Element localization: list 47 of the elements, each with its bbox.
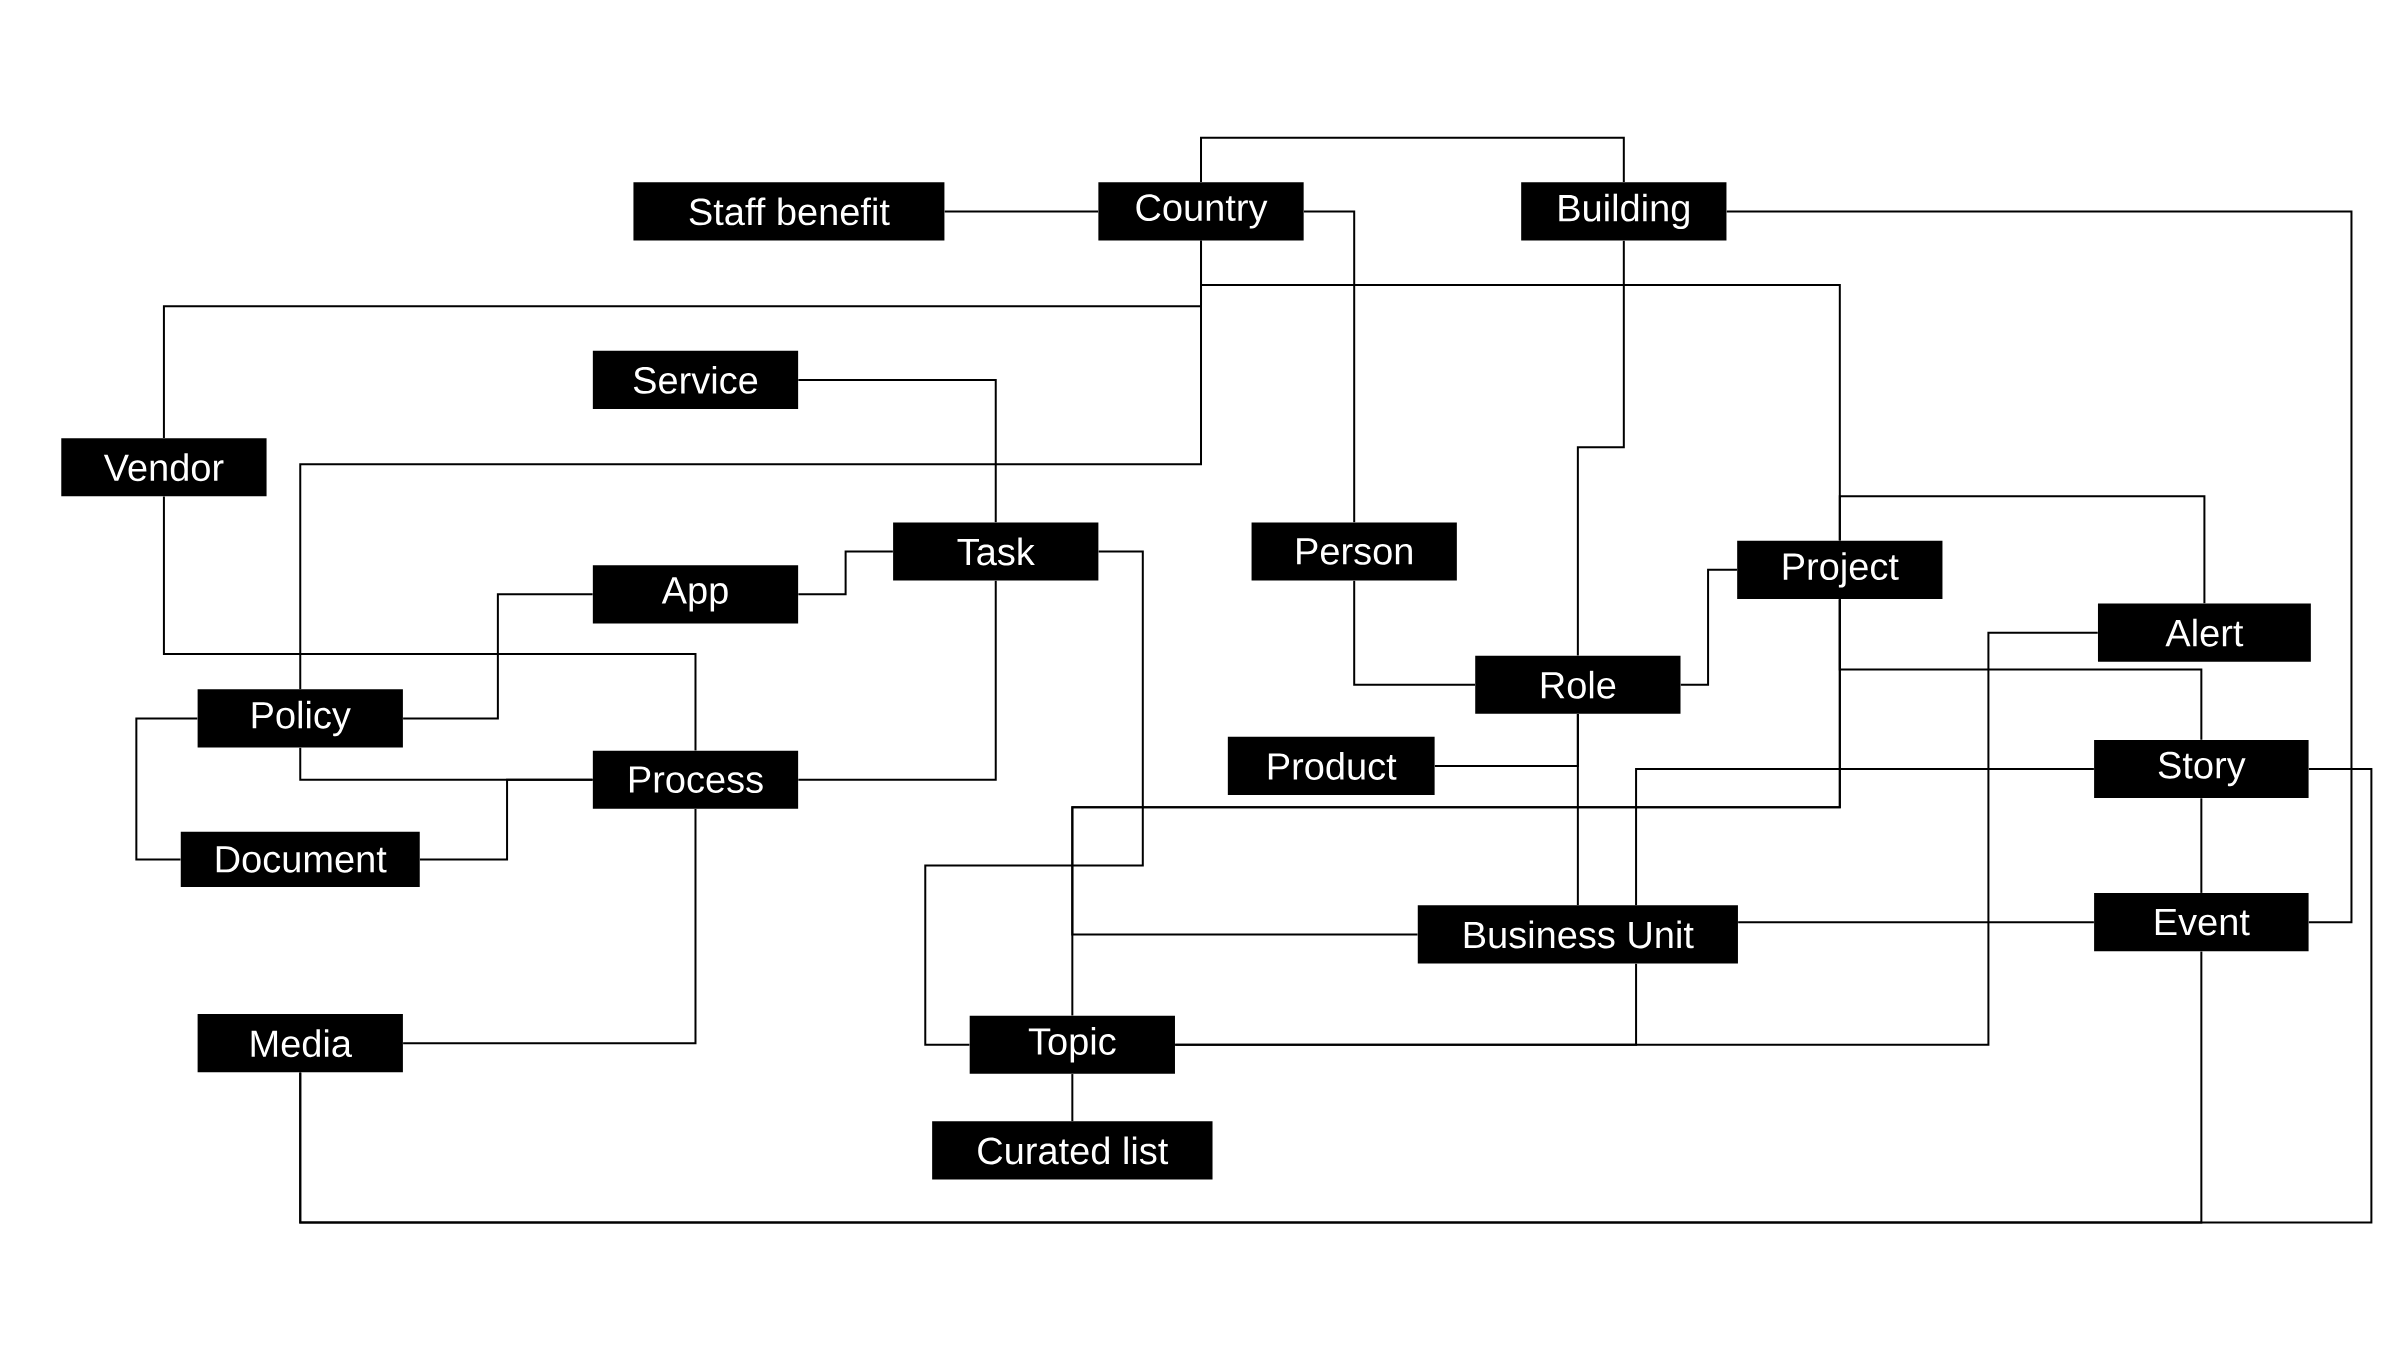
connector-line [418, 778, 594, 861]
connector-line [797, 580, 997, 781]
entity-box: Product [1227, 737, 1435, 796]
connector-line [1174, 963, 1638, 1046]
connector-line [402, 808, 697, 1045]
entity-box: App [592, 565, 799, 624]
connector-line [1679, 569, 1738, 686]
entity-box: Alert [2097, 603, 2311, 662]
connector-line [797, 379, 997, 524]
connector-line [1635, 768, 2095, 907]
connector-line [1576, 239, 1625, 657]
connector-line [299, 239, 1202, 691]
entity-box: Topic [969, 1015, 1175, 1075]
connector-line [162, 495, 697, 752]
connector-line [924, 550, 1144, 1046]
connector-line [402, 593, 594, 720]
entity-box: Staff benefit [633, 182, 945, 241]
entity-box: Role [1475, 655, 1681, 715]
entity-box: Vendor [61, 438, 267, 497]
connector-line [943, 210, 1100, 213]
entity-box: Story [2094, 740, 2309, 799]
entity-box: Document [180, 832, 420, 888]
entity-box: Building [1521, 182, 1727, 241]
connector-line [1071, 1073, 1074, 1123]
entity-box: Service [592, 351, 799, 410]
entity-box: Task [893, 522, 1099, 581]
connector-line [1200, 137, 1625, 184]
entity-box: Media [197, 1014, 403, 1073]
connector-line [135, 717, 199, 861]
entity-box: Process [592, 750, 799, 810]
entity-box: Person [1251, 522, 1457, 581]
connector-line [1576, 713, 1579, 907]
entity-box: Country [1098, 182, 1304, 241]
entity-box: Curated list [932, 1121, 1213, 1180]
connector-line [1838, 495, 2206, 605]
entity-box: Business Unit [1417, 905, 1738, 964]
connector-line [797, 550, 894, 596]
connector-line [1725, 210, 2353, 924]
connector-line [2200, 797, 2203, 895]
entity-box: Policy [197, 689, 403, 748]
connector-line [299, 950, 2203, 1224]
connector-line [1353, 580, 1476, 686]
connector-line [1302, 210, 1356, 524]
entity-box: Event [2094, 893, 2309, 952]
connector-line [1737, 921, 2095, 924]
connector-line [1071, 598, 1841, 936]
entity-box: Project [1737, 541, 1943, 600]
